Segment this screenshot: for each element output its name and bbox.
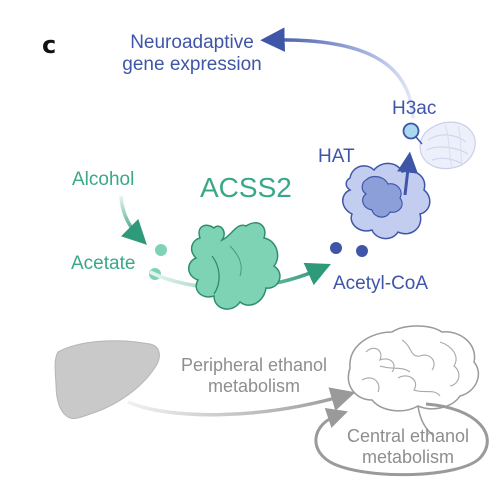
liver-icon	[54, 340, 160, 419]
central-metabolism-loop	[314, 402, 489, 477]
acetyl-coa-label: Acetyl-CoA	[333, 273, 429, 294]
acetyl-coa-dot-2	[356, 245, 368, 257]
panel-label: c	[42, 31, 57, 59]
h3ac-label: H3ac	[392, 98, 437, 119]
central-line-2: metabolism	[361, 446, 455, 467]
arrow-h3ac-to-gene-expression	[260, 27, 415, 119]
peripheral-line-2: metabolism	[207, 375, 301, 396]
hat-label: HAT	[318, 146, 355, 167]
gene-expression-line-2: gene expression	[122, 53, 262, 75]
hat-enzyme-icon	[342, 162, 431, 240]
alcohol-label: Alcohol	[72, 169, 135, 190]
central-line-1: Central ethanol	[346, 426, 470, 446]
acetate-dot-1	[155, 244, 167, 256]
acss2-enzyme-icon	[188, 222, 281, 310]
histone-icon	[419, 121, 476, 170]
central-metabolism-label: Central ethanol metabolism	[334, 426, 482, 467]
acetyl-coa-dot-1	[330, 242, 342, 254]
acss2-label: ACSS2	[200, 172, 292, 203]
acetate-label: Acetate	[71, 253, 136, 274]
peripheral-metabolism-label: Peripheral ethanol metabolism	[166, 355, 342, 396]
h3ac-stem	[415, 136, 423, 145]
arrow-alcohol-to-acetate	[119, 195, 147, 245]
brain-icon	[347, 325, 480, 437]
h3ac-marker	[402, 122, 420, 140]
gene-expression-label: Neuroadaptive gene expression	[110, 32, 274, 76]
peripheral-line-1: Peripheral ethanol	[180, 355, 328, 375]
gene-expression-line-1: Neuroadaptive	[130, 32, 254, 53]
arrow-liver-to-brain	[127, 387, 356, 417]
arrow-hat-to-h3ac	[397, 151, 419, 196]
